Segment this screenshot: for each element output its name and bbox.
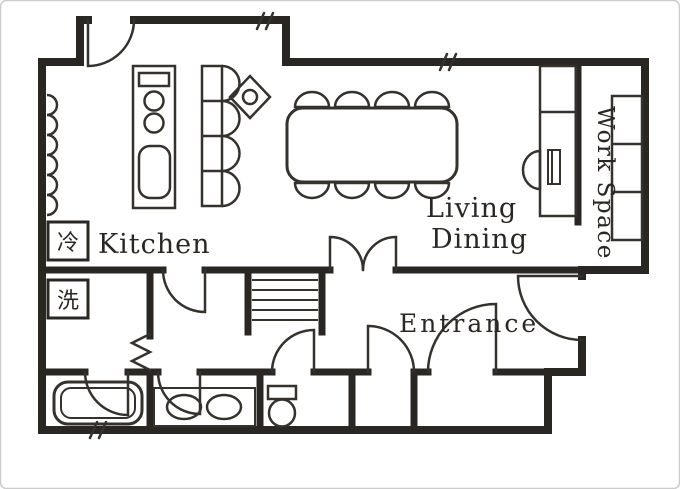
entrance-label: Entrance [399,309,539,338]
washing-machine-box [46,278,90,320]
living-double-door-right [361,235,398,272]
tick-mark [438,52,458,72]
stair-treads [252,279,318,321]
folding-door [129,332,153,372]
kitchen-stool [228,74,272,120]
bookshelf-dividers [612,142,642,194]
washing-machine-label: 洗 [57,289,79,314]
cabinet-door-arcs [221,64,241,208]
interior-walls [38,58,586,434]
dining-chair [333,90,371,109]
appliances [46,220,90,320]
tick-mark [88,420,108,440]
dining-table [285,106,459,184]
living-label: Living [426,193,517,224]
dining-chair [293,90,331,109]
bathtub-inner [60,387,136,419]
toilet-bowl [267,398,297,428]
kitchen-door-swing [161,268,207,314]
laptop [547,149,561,185]
dining-chair [333,181,371,200]
dining-label: Dining [431,224,528,255]
kitchen-counter [131,64,177,210]
refrigerator-box [46,220,90,262]
washbasin-bowl [205,393,243,421]
workspace-fixtures [521,64,644,242]
kitchen-stool-seat [241,88,259,106]
bookshelf [610,94,644,242]
refrigerator-label: 冷 [57,231,79,256]
kitchen-label: Kitchen [98,229,211,260]
tick-mark [255,11,275,31]
walls [38,16,649,434]
dining-chair [373,181,411,200]
labels: Kitchen Living Dining Entrance Work Spac… [57,106,618,338]
stove-burner [143,90,165,112]
work-space-label: Work Space [592,106,618,260]
bathtub [52,380,144,426]
pantry-door-arcs [46,93,59,217]
outer-wall [38,16,586,434]
dining-chair [413,181,451,200]
desk-chair [521,149,542,191]
stove-control [137,71,171,88]
toilet-door-swing [270,328,316,374]
stove-burner [143,112,165,134]
washbasin-counter [153,387,256,427]
closet-door-swing [426,302,498,374]
stairs [252,279,318,321]
dining-chair [413,90,451,109]
cabinet-shelf-lines [202,99,222,173]
entry-door-swing [86,18,136,68]
sanitary-fixtures [52,380,298,428]
tick-marks [88,11,458,440]
kitchen-sink [137,144,172,200]
dining-set [285,90,459,200]
dining-chair [293,181,331,200]
dining-chair [373,90,411,109]
closet-door-swing [366,324,416,374]
washbasin-bowl [165,393,203,421]
kitchen-fixtures [46,64,272,217]
work-desk [538,64,578,218]
front-door-swing [516,274,584,342]
